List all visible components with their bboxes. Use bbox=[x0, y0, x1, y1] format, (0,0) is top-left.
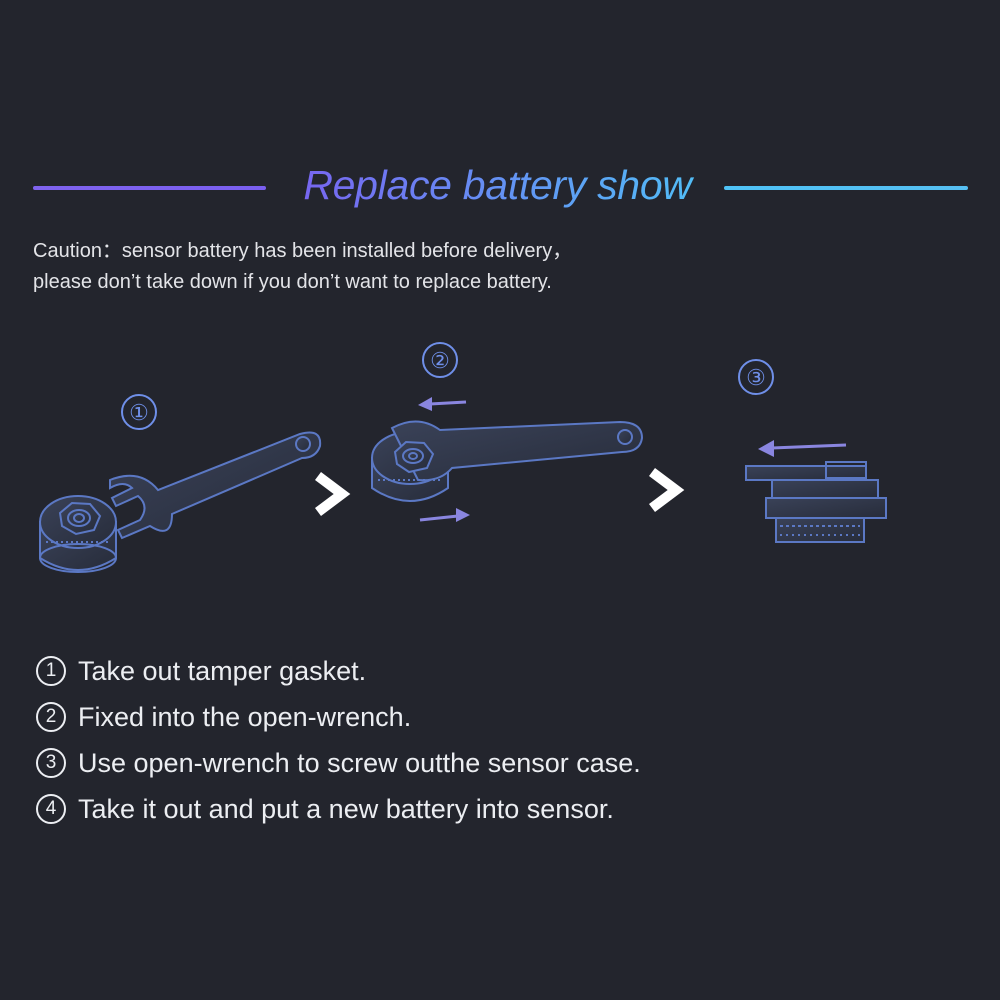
step-text: Fixed into the open-wrench. bbox=[78, 701, 412, 732]
illustration-panel: ① ② bbox=[0, 330, 1000, 600]
title-row: Replace battery show bbox=[0, 158, 1000, 222]
title-divider-right bbox=[724, 186, 968, 190]
page-title: Replace battery show bbox=[270, 162, 725, 209]
svg-text:③: ③ bbox=[746, 365, 766, 390]
steps-list: 1 Take out tamper gasket. 2 Fixed into t… bbox=[36, 648, 641, 832]
svg-text:①: ① bbox=[129, 400, 149, 425]
rotation-arrow-icon bbox=[418, 397, 470, 522]
step-marker-1: ① bbox=[121, 394, 157, 430]
step-item-1: 1 Take out tamper gasket. bbox=[36, 648, 641, 694]
step-marker-3: ③ bbox=[738, 359, 774, 395]
chevron-right-icon bbox=[315, 472, 351, 516]
open-wrench-icon bbox=[109, 431, 322, 540]
step-marker-2: ② bbox=[422, 342, 458, 378]
wrench-on-sensor-icon bbox=[371, 420, 644, 502]
caution-note: Caution：sensor battery has been installe… bbox=[33, 236, 572, 298]
caution-line-1: Caution：sensor battery has been installe… bbox=[33, 240, 573, 262]
title-divider-left bbox=[33, 186, 266, 190]
step-number-badge: 3 bbox=[36, 748, 66, 778]
sensor-cap-icon bbox=[39, 495, 117, 573]
chevron-right-icon bbox=[649, 468, 685, 512]
step-item-2: 2 Fixed into the open-wrench. bbox=[36, 694, 641, 740]
step-item-4: 4 Take it out and put a new battery into… bbox=[36, 786, 641, 832]
illustration-svg: ① ② bbox=[39, 342, 887, 573]
caution-line-2: please don’t take down if you don’t want… bbox=[33, 271, 552, 293]
pull-out-arrow-icon bbox=[758, 440, 847, 457]
step-number-badge: 4 bbox=[36, 794, 66, 824]
step-text: Use open-wrench to screw outthe sensor c… bbox=[78, 747, 641, 778]
step-text: Take out tamper gasket. bbox=[78, 655, 367, 686]
step-text: Take it out and put a new battery into s… bbox=[78, 793, 614, 824]
sensor-case-side-icon bbox=[745, 461, 887, 543]
svg-text:②: ② bbox=[430, 348, 450, 373]
step-number-badge: 2 bbox=[36, 702, 66, 732]
step-item-3: 3 Use open-wrench to screw outthe sensor… bbox=[36, 740, 641, 786]
step-number-badge: 1 bbox=[36, 656, 66, 686]
